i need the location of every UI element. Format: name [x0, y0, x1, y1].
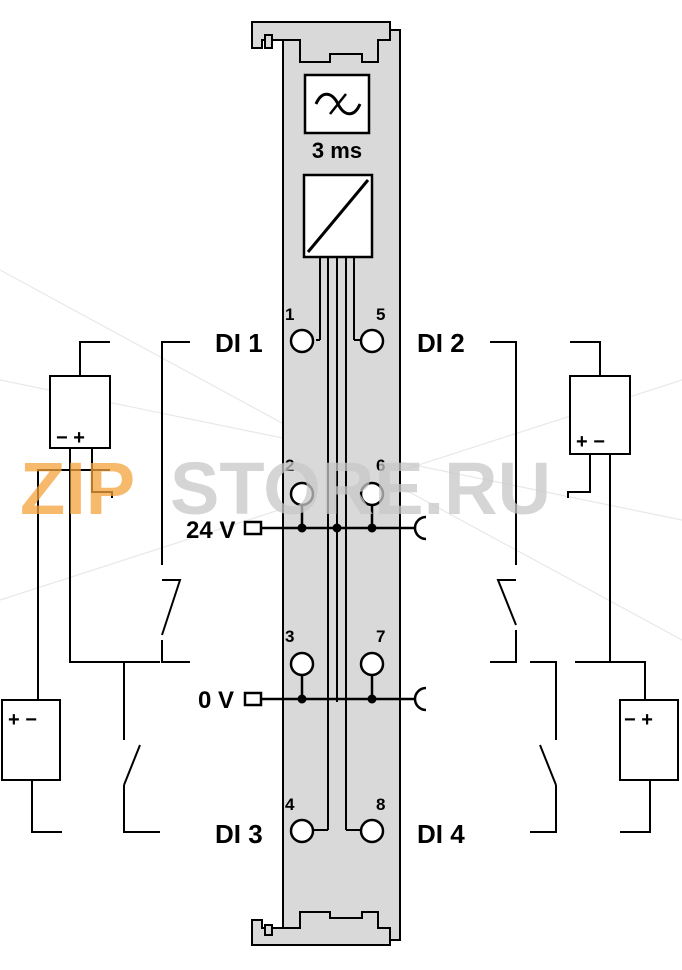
left-lower-sensor-polarity: + − — [8, 709, 37, 731]
channel-di3-label: DI 3 — [215, 819, 263, 849]
terminal-number-7: 7 — [376, 627, 385, 646]
terminal-number-1: 1 — [285, 305, 294, 324]
terminal-number-5: 5 — [376, 305, 385, 324]
terminal-number-6: 6 — [376, 456, 385, 475]
channel-di1-label: DI 1 — [215, 328, 263, 358]
terminals — [289, 328, 385, 844]
left-upper-sensor-polarity: − + — [56, 427, 85, 449]
terminal-number-4: 4 — [285, 795, 295, 814]
terminal-number-3: 3 — [285, 627, 294, 646]
terminal-5 — [359, 328, 385, 354]
power-0v-label: 0 V — [198, 687, 234, 714]
channel-di4-label: DI 4 — [417, 819, 465, 849]
top-rail-clip — [251, 21, 391, 63]
terminal-7 — [359, 651, 385, 677]
filter-time-label: 3 ms — [312, 138, 362, 163]
terminal-number-8: 8 — [376, 795, 385, 814]
terminal-3 — [289, 651, 315, 677]
watermark: ZIP STORE.RU — [20, 447, 551, 530]
terminal-8 — [359, 818, 385, 844]
terminal-1 — [289, 328, 315, 354]
left-lower-sensor-wiring — [1, 469, 160, 833]
right-lower-sensor-wiring — [530, 661, 679, 833]
terminal-4 — [289, 818, 315, 844]
power-24v-label: 24 V — [186, 517, 235, 544]
internal-bus — [314, 257, 362, 831]
terminal-number-2: 2 — [285, 456, 294, 475]
right-lower-sensor-polarity: − + — [624, 709, 653, 731]
right-upper-sensor-polarity: + − — [576, 431, 605, 453]
watermark-part2: STORE.RU — [170, 447, 551, 530]
bottom-rail-clip — [251, 911, 391, 946]
channel-di2-label: DI 2 — [417, 328, 465, 358]
watermark-part1: ZIP — [20, 447, 135, 530]
